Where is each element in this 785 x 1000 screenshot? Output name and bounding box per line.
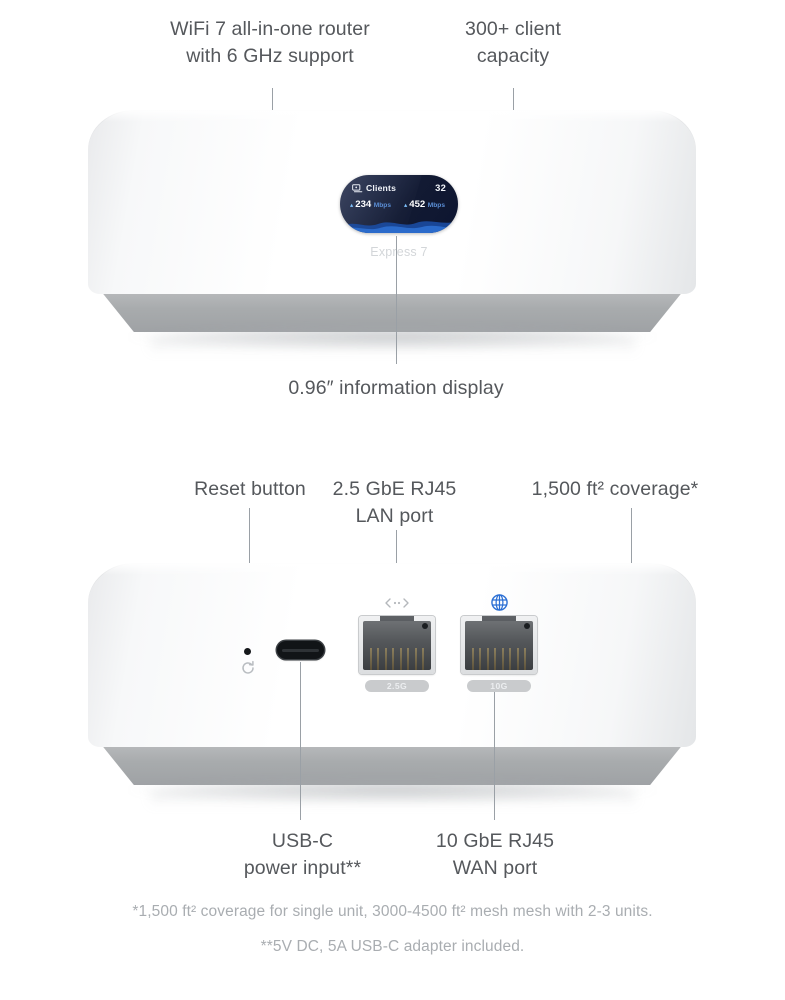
callout-lan-port: 2.5 GbE RJ45 LAN port [332,478,457,527]
display-clients-row: Clients 32 [352,182,446,193]
wan-port-label: 10G [467,680,531,692]
download-arrow-icon: ▴ [404,202,408,209]
callout-information-display: 0.96″ information display [288,377,504,399]
reset-button[interactable] [244,648,251,655]
front-reflection [150,330,636,364]
upload-speed: ▴ 234 Mbps [350,199,391,210]
download-value: 452 [409,199,426,210]
lan-rj45-port[interactable] [359,616,435,674]
callout-wifi7-router: WiFi 7 all-in-one router with 6 GHz supp… [170,18,370,67]
download-unit: Mbps [427,202,445,209]
upload-value: 234 [355,199,372,210]
wan-rj45-port[interactable] [461,616,537,674]
upload-unit: Mbps [373,202,391,209]
upload-arrow-icon: ▴ [350,202,354,209]
information-display[interactable]: Clients 32 ▴ 234 Mbps ▴ 452 Mbps [340,175,458,233]
lan-port-cavity [363,621,431,670]
brand-label: Express 7 [370,245,428,259]
leader-line-wifi7-router [272,88,273,117]
leader-line-client-capacity [513,88,514,117]
lan-port-led [422,623,428,629]
leader-line-wan-port [494,692,495,820]
display-wave-graph [340,221,458,233]
wan-globe-icon [473,594,525,616]
lan-port-label: 2.5G [365,680,429,692]
clients-label: Clients [366,182,397,193]
wan-port-cavity [465,621,533,670]
footnote-coverage: *1,500 ft² coverage for single unit, 300… [132,903,653,920]
leader-line-lan-port [396,530,397,588]
front-base [100,290,684,332]
callout-reset-button: Reset button [194,478,306,500]
display-speeds-row: ▴ 234 Mbps ▴ 452 Mbps [350,199,448,210]
wan-port-led [524,623,530,629]
footnote-adapter: **5V DC, 5A USB-C adapter included. [260,938,525,955]
clients-screen-icon [352,183,363,192]
callout-wan-port: 10 GbE RJ45 WAN port [435,830,555,879]
reset-circular-arrow-icon [240,660,256,681]
leader-line-coverage [631,508,632,566]
download-speed: ▴ 452 Mbps [404,199,445,210]
callout-coverage: 1,500 ft² coverage* [531,478,699,500]
callout-usb-c: USB-C power input** [243,830,362,879]
lan-port-pins [369,647,425,670]
rear-base [100,743,684,785]
wan-port-pins [471,647,527,670]
rear-reflection [150,783,636,817]
usb-c-port-icon[interactable] [277,641,324,659]
lan-arrows-icon [371,596,423,614]
clients-count: 32 [435,182,446,193]
leader-line-usb-c [300,662,301,820]
leader-line-information-display [396,236,397,364]
callout-client-capacity: 300+ client capacity [465,18,561,67]
